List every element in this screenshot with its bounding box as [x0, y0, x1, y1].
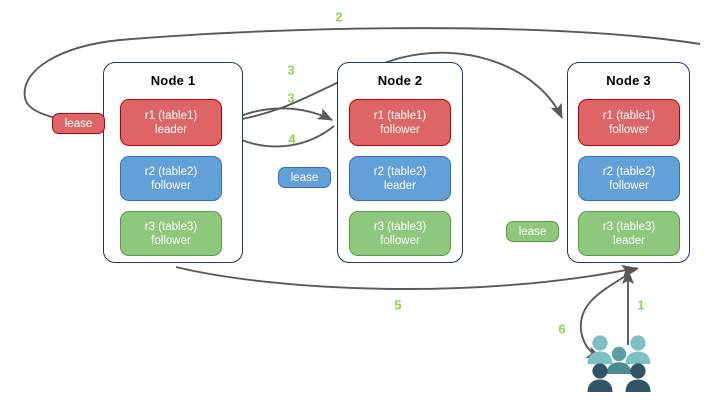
step-label-3-lower: 3 [287, 90, 295, 106]
node-1-replica-r3-line1: r3 (table3) [144, 220, 198, 233]
node-3-replica-r3-line1: r3 (table3) [602, 220, 656, 233]
node-1-title: Node 1 [150, 73, 196, 88]
arrow-step-5 [175, 264, 638, 290]
node-1-replica-r3[interactable]: r3 (table3) follower [120, 211, 222, 256]
node-3-replica-r2-line2: follower [609, 179, 649, 192]
node-3-replica-r1-line2: follower [609, 123, 649, 136]
node-1-replica-r1[interactable]: r1 (table1) leader [120, 99, 222, 146]
node-2-replica-r2[interactable]: r2 (table2) leader [349, 156, 451, 201]
node-2-replica-r3-line1: r3 (table3) [373, 220, 427, 233]
node-1-replica-r2-line1: r2 (table2) [144, 165, 198, 178]
node-2-replica-r2-line2: leader [384, 179, 416, 192]
step-label-4: 4 [288, 131, 296, 147]
node-3-replica-r2-line1: r2 (table2) [602, 165, 656, 178]
lease-badge-r1-label: lease [64, 117, 93, 130]
node-3-replica-r1-line1: r1 (table1) [602, 109, 656, 122]
node-2-replica-r1[interactable]: r1 (table1) follower [349, 99, 451, 146]
node-2-replica-r3[interactable]: r3 (table3) follower [349, 211, 451, 256]
node-1-replica-r2[interactable]: r2 (table2) follower [120, 156, 222, 201]
step-label-5: 5 [394, 297, 402, 313]
node-3-replica-r3[interactable]: r3 (table3) leader [578, 211, 680, 256]
node-3-title: Node 3 [606, 73, 651, 88]
node-1-replica-r2-line2: follower [151, 179, 191, 192]
arrow-step-4 [227, 125, 335, 148]
step-label-3-upper: 3 [287, 62, 295, 78]
lease-badge-r2-label: lease [290, 171, 319, 184]
node-2-title: Node 2 [377, 73, 423, 88]
step-label-6: 6 [558, 321, 566, 337]
node-3-replica-r1[interactable]: r1 (table1) follower [578, 99, 680, 146]
node-2-replica-r1-line1: r1 (table1) [373, 109, 427, 122]
node-1-replica-r1-line2: leader [155, 123, 187, 136]
node-1-replica-r3-line2: follower [151, 234, 191, 247]
users-group-icon [587, 335, 651, 392]
lease-badge-r3-label: lease [518, 225, 547, 238]
lease-badge-r3[interactable]: lease [506, 221, 559, 242]
lease-badge-r1[interactable]: lease [52, 113, 105, 134]
node-2-replica-r2-line1: r2 (table2) [373, 165, 427, 178]
step-label-1: 1 [637, 297, 645, 313]
node-2-replica-r1-line2: follower [380, 123, 420, 136]
node-1-replica-r1-line1: r1 (table1) [144, 109, 198, 122]
node-2-replica-r3-line2: follower [380, 234, 420, 247]
node-3-replica-r2[interactable]: r2 (table2) follower [578, 156, 680, 201]
node-3-replica-r3-line2: leader [613, 234, 645, 247]
step-label-2: 2 [335, 9, 343, 25]
lease-badge-r2[interactable]: lease [278, 167, 331, 188]
